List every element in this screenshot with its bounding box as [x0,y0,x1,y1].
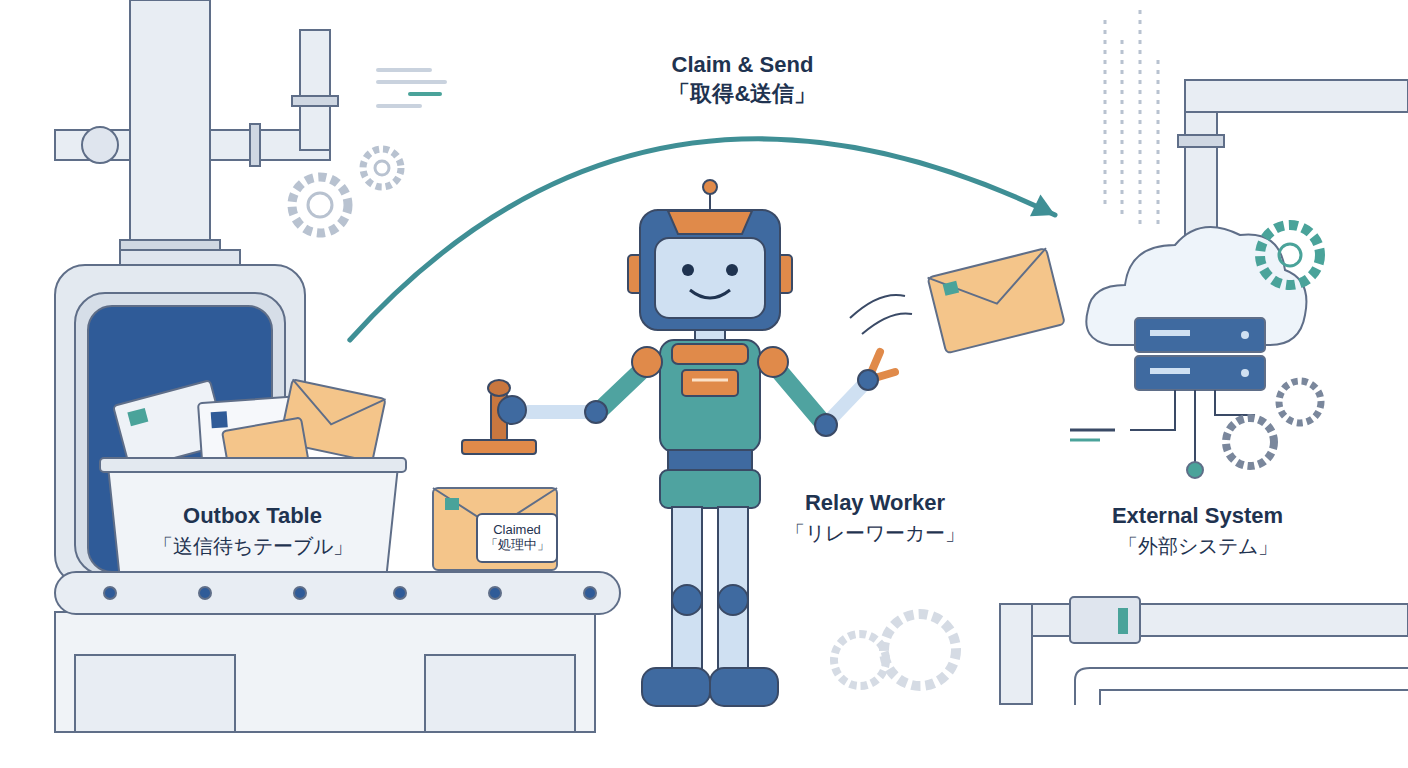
node-title: Claimed [493,523,541,538]
node-title: Relay Worker [805,490,945,516]
node-subtitle: 「外部システム」 [1118,533,1278,560]
claimed-tag: Claimed「処理中」 [476,513,558,563]
robot [462,180,895,706]
conveyor [55,572,620,732]
node-title: Outbox Table [183,503,322,529]
edge-label: Claim & Send 「取得&送信」 [646,49,838,110]
gears [292,149,401,233]
node-subtitle: 「リレーワーカー」 [785,520,965,547]
node-title: External System [1112,503,1283,529]
circuit-lines [1105,10,1158,230]
claimed-envelope [433,488,557,570]
node-subtitle: 「処理中」 [485,538,550,553]
left-pipes [55,0,338,270]
right-gears [834,225,1321,686]
external-system: External System 「外部システム」 [1055,195,1340,560]
outbox-table: Outbox Table 「送信待ちテーブル」 [105,340,400,580]
node-subtitle: 「送信待ちテーブル」 [153,533,353,560]
cloud-server [1070,227,1306,478]
code-lines [378,70,445,106]
right-pipes [1000,80,1408,705]
flow-arrow [350,139,1055,340]
relay-worker: Relay Worker 「リレーワーカー」 [781,490,969,560]
flying-envelope [850,248,1065,353]
outbox-bin [100,458,406,580]
